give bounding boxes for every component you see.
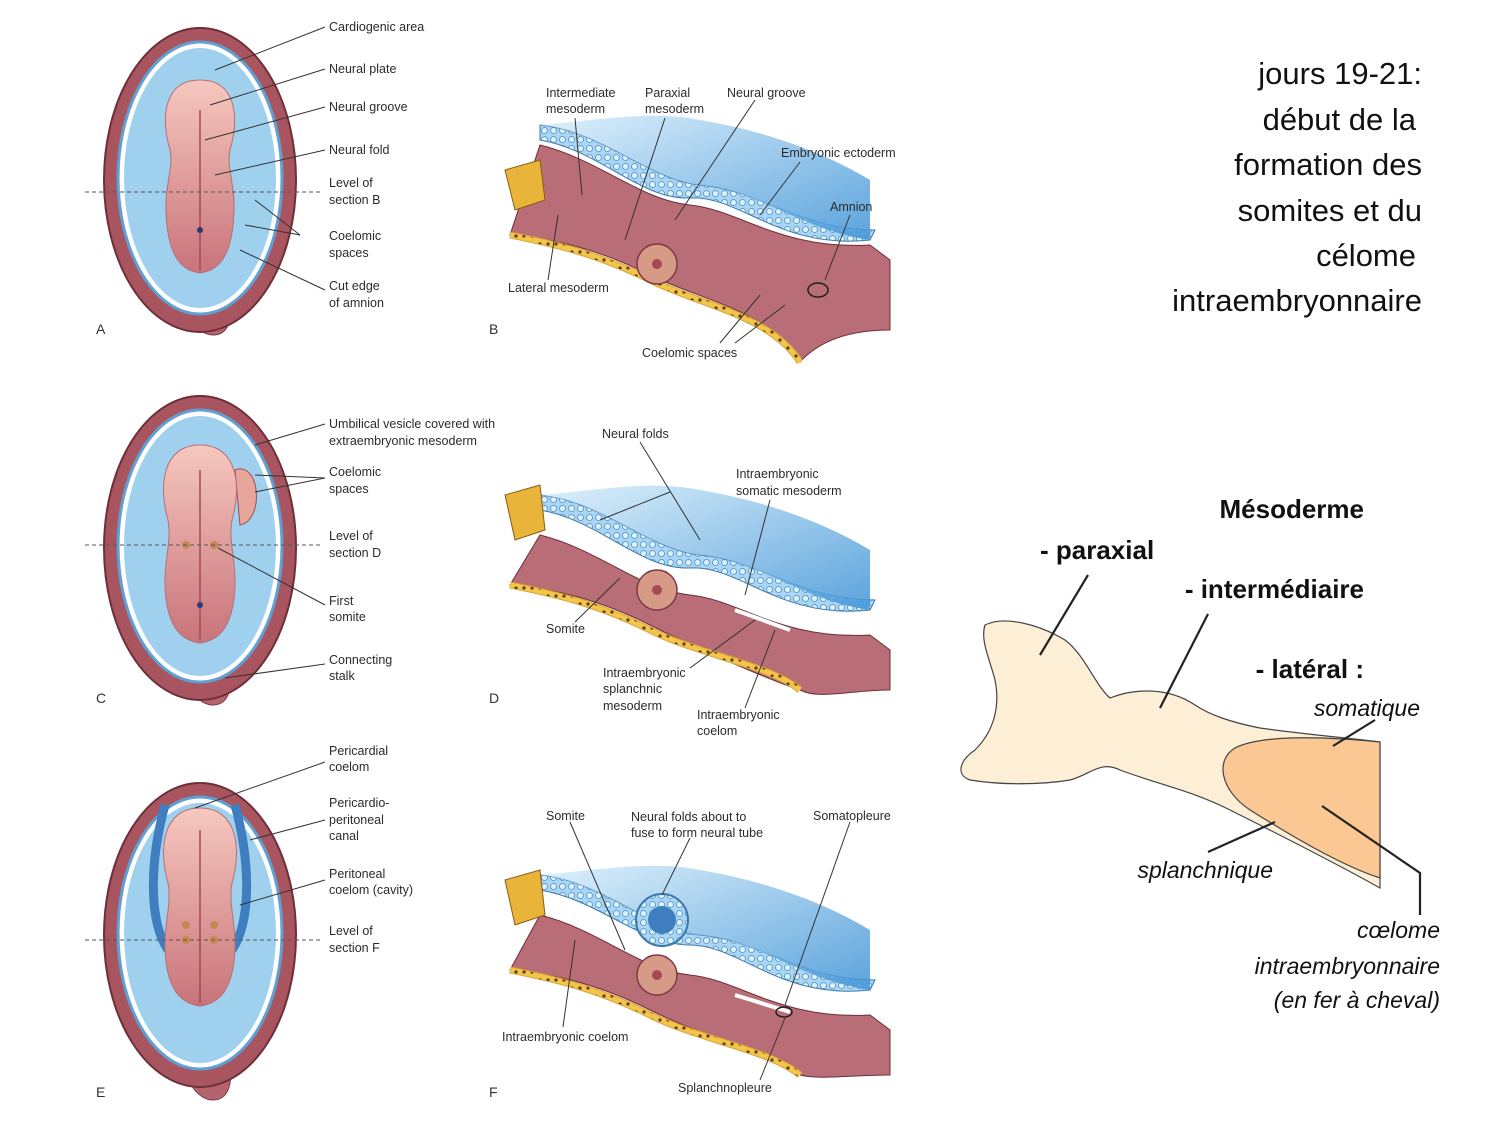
title-line-1: jours 19-21:	[1257, 56, 1422, 91]
label-canal: canal	[329, 829, 359, 843]
panel-a-leaders	[204, 26, 326, 291]
label-peritoneal: peritoneal	[329, 813, 384, 827]
label-intraembryonic-coelom: Intraembryonic coelom	[502, 1030, 628, 1044]
leader-somatique	[1332, 719, 1376, 747]
label-extraembryonic-mesoderm: extraembryonic mesoderm	[329, 434, 477, 448]
panel-a-embryo	[103, 27, 297, 336]
leader-intermediaire	[1159, 613, 1209, 709]
label-section-f: section F	[329, 941, 380, 955]
label-splanchnique: splanchnique	[1137, 857, 1273, 883]
panel-b-section	[504, 115, 891, 364]
panel-letter-e: E	[96, 1084, 105, 1100]
label-b-coelomic-spaces: Coelomic spaces	[642, 346, 737, 360]
label-stalk: stalk	[329, 669, 355, 683]
label-splanchnic: splanchnic	[603, 682, 662, 696]
label-amnion: Amnion	[830, 200, 872, 214]
label-coelom-cavity: coelom (cavity)	[329, 883, 413, 897]
label-c-spaces: spaces	[329, 482, 369, 496]
label-umbilical-vesicle: Umbilical vesicle covered with	[329, 417, 495, 431]
label-intraembryonic-3: Intraembryonic	[697, 708, 780, 722]
label-b-neural-groove: Neural groove	[727, 86, 806, 100]
title-line-5: célome	[1316, 238, 1416, 273]
label-neural-folds: Neural folds	[602, 427, 669, 441]
label-c-level-of: Level of	[329, 529, 373, 543]
label-cut-edge: Cut edge	[329, 279, 380, 293]
label-spaces-1: spaces	[329, 246, 369, 260]
label-lateral: - latéral :	[1256, 654, 1364, 684]
label-coelome-2: intraembryonnaire	[1255, 953, 1440, 979]
label-somatopleure: Somatopleure	[813, 809, 891, 823]
slide-title: jours 19-21: début de la formation des s…	[1172, 56, 1422, 318]
label-of-amnion: of amnion	[329, 296, 384, 310]
leader-paraxial	[1039, 574, 1089, 656]
title-line-3: formation des	[1234, 147, 1422, 182]
label-neural-groove: Neural groove	[329, 100, 408, 114]
label-connecting: Connecting	[329, 653, 392, 667]
title-line-4: somites et du	[1238, 193, 1422, 228]
mesoderm-heading: Mésoderme	[1220, 494, 1365, 524]
label-somite-c: somite	[329, 610, 366, 624]
label-lateral-mesoderm: Lateral mesoderm	[508, 281, 609, 295]
label-section-d: section D	[329, 546, 381, 560]
panel-letter-b: B	[489, 321, 498, 337]
label-intraembryonic-2: Intraembryonic	[603, 666, 686, 680]
panel-e-embryo	[103, 782, 297, 1101]
leader-splanchnique	[1207, 820, 1276, 854]
label-intermediaire: - intermédiaire	[1185, 574, 1364, 604]
label-somatique: somatique	[1314, 695, 1420, 721]
panel-b-leaders	[547, 99, 851, 344]
label-pericardial: Pericardial	[329, 744, 388, 758]
label-level-of-1: Level of	[329, 176, 373, 190]
panel-d-section	[504, 484, 891, 695]
label-somatic-mesoderm: somatic mesoderm	[736, 484, 842, 498]
panel-e-leaders	[194, 761, 326, 906]
label-splanchnopleure: Splanchnopleure	[678, 1081, 772, 1095]
panel-letter-a: A	[96, 321, 106, 337]
label-coelome-1: cœlome	[1357, 917, 1440, 943]
label-neural-folds-about: Neural folds about to	[631, 810, 746, 824]
label-e-level-of: Level of	[329, 924, 373, 938]
label-intermediate-mesoderm: mesoderm	[546, 102, 605, 116]
label-coelomic-1: Coelomic	[329, 229, 381, 243]
label-d-mesoderm: mesoderm	[603, 699, 662, 713]
panel-d-leaders	[574, 441, 776, 709]
label-somite-f: Somite	[546, 809, 585, 823]
panel-f-leaders	[562, 821, 851, 1081]
leader-coelome	[1321, 805, 1422, 915]
label-paraxial: Paraxial	[645, 86, 690, 100]
label-fuse-neural-tube: fuse to form neural tube	[631, 826, 763, 840]
panel-c-leaders	[217, 423, 326, 679]
label-neural-fold: Neural fold	[329, 143, 389, 157]
label-intraembryonic-1: Intraembryonic	[736, 467, 819, 481]
label-coelome-3: (en fer à cheval)	[1274, 987, 1440, 1013]
label-somite-d: Somite	[546, 622, 585, 636]
label-paraxial-fr: - paraxial	[1040, 535, 1154, 565]
title-line-6: intraembryonnaire	[1172, 283, 1422, 318]
panel-c-embryo	[103, 395, 297, 706]
panel-letter-d: D	[489, 690, 499, 706]
label-cardiogenic-area: Cardiogenic area	[329, 20, 424, 34]
label-section-b: section B	[329, 193, 380, 207]
panel-letter-f: F	[489, 1084, 498, 1100]
label-paraxial-mesoderm: mesoderm	[645, 102, 704, 116]
label-first: First	[329, 594, 354, 608]
label-e-coelom: coelom	[329, 760, 369, 774]
label-d-coelom: coelom	[697, 724, 737, 738]
label-embryonic-ectoderm: Embryonic ectoderm	[781, 146, 896, 160]
coelome-shape	[1222, 737, 1381, 879]
label-neural-plate: Neural plate	[329, 62, 396, 76]
label-peritoneal-2: Peritoneal	[329, 867, 385, 881]
title-line-2: début de la	[1263, 102, 1417, 137]
mesoderm-diagram	[960, 574, 1422, 915]
label-intermediate: Intermediate	[546, 86, 616, 100]
panel-letter-c: C	[96, 690, 106, 706]
label-pericardio: Pericardio-	[329, 796, 389, 810]
panel-f-section	[504, 865, 891, 1078]
label-c-coelomic: Coelomic	[329, 465, 381, 479]
